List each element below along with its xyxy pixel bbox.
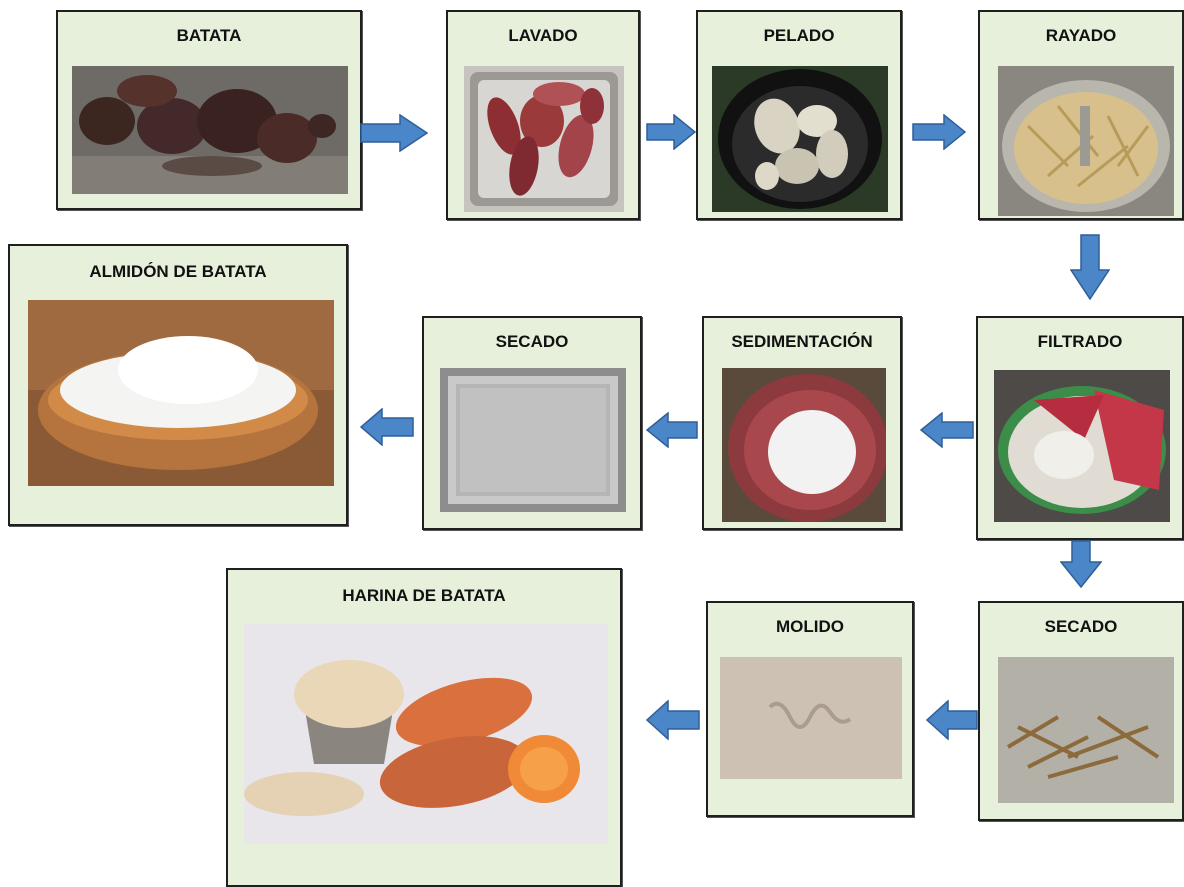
secado-almidon-photo — [440, 368, 626, 512]
almidon-photo — [28, 300, 334, 486]
step-sedimentacion: SEDIMENTACIÓN — [702, 316, 902, 530]
step-title: SECADO — [424, 332, 640, 352]
step-title: PELADO — [698, 26, 900, 46]
arrow-left-icon — [926, 700, 978, 740]
step-filtrado: FILTRADO — [976, 316, 1184, 540]
step-lavado: LAVADO — [446, 10, 640, 220]
step-title: HARINA DE BATATA — [228, 586, 620, 606]
lavado-photo — [464, 66, 624, 212]
step-title: ALMIDÓN DE BATATA — [10, 262, 346, 282]
filtrado-photo — [994, 370, 1170, 522]
step-secado-almidon: SECADO — [422, 316, 642, 530]
step-almidon: ALMIDÓN DE BATATA — [8, 244, 348, 526]
arrow-right-icon — [360, 114, 428, 152]
step-title: RAYADO — [980, 26, 1182, 46]
step-pelado: PELADO — [696, 10, 902, 220]
arrow-right-icon — [912, 114, 966, 150]
molido-photo — [720, 657, 902, 779]
secado-harina-photo — [998, 657, 1174, 803]
arrow-left-icon — [646, 700, 700, 740]
step-rayado: RAYADO — [978, 10, 1184, 220]
arrow-left-icon — [920, 412, 974, 448]
step-title: SEDIMENTACIÓN — [704, 332, 900, 352]
batata-photo — [72, 66, 348, 194]
step-title: BATATA — [58, 26, 360, 46]
step-harina: HARINA DE BATATA — [226, 568, 622, 887]
step-title: FILTRADO — [978, 332, 1182, 352]
step-molido: MOLIDO — [706, 601, 914, 817]
step-title: SECADO — [980, 617, 1182, 637]
arrow-right-icon — [646, 114, 696, 150]
sedimentacion-photo — [722, 368, 886, 522]
step-title: MOLIDO — [708, 617, 912, 637]
pelado-photo — [712, 66, 888, 212]
arrow-left-icon — [646, 412, 698, 448]
arrow-left-icon — [360, 408, 414, 446]
arrow-down-icon — [1070, 234, 1110, 300]
step-secado-harina: SECADO — [978, 601, 1184, 821]
harina-photo — [244, 624, 608, 844]
step-title: LAVADO — [448, 26, 638, 46]
step-batata: BATATA — [56, 10, 362, 210]
arrow-down-icon — [1060, 540, 1102, 588]
rayado-photo — [998, 66, 1174, 216]
